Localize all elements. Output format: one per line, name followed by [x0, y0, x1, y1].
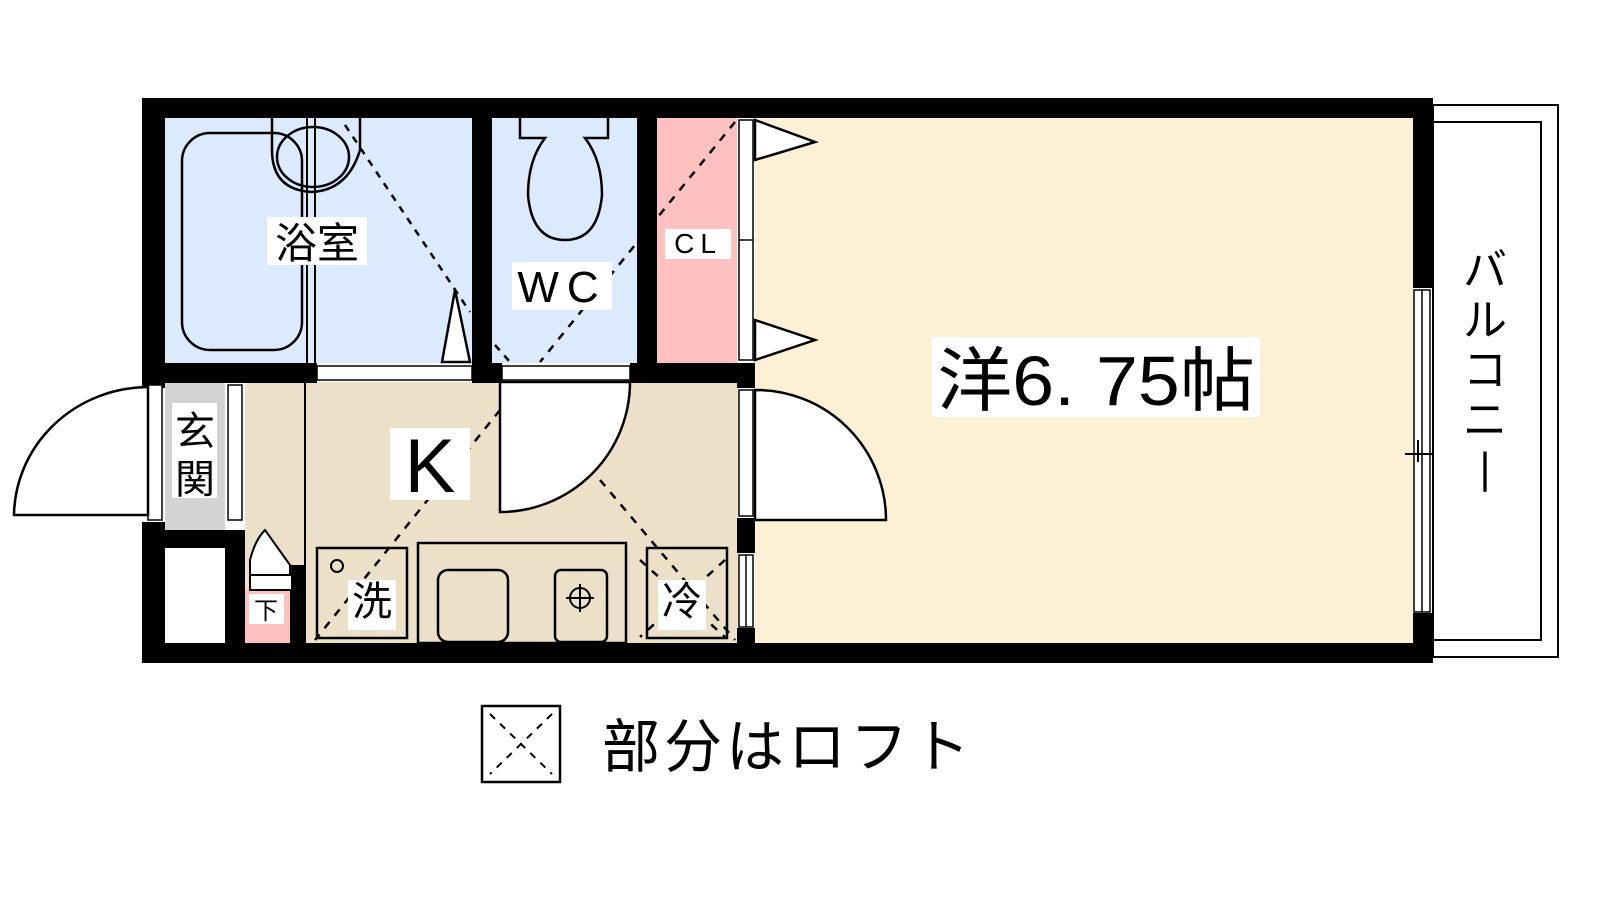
sink-counter — [416, 541, 628, 645]
fridge-space — [645, 546, 729, 640]
fridge-label: 冷 — [662, 579, 702, 625]
walls — [142, 98, 1433, 663]
balcony-area — [1432, 104, 1559, 658]
entrance-door[interactable] — [12, 385, 150, 517]
kitchen-door[interactable] — [498, 380, 632, 514]
bathroom-label: 浴室 — [275, 219, 359, 268]
svg-text:コ: コ — [1463, 345, 1507, 396]
balcony-label: バ ル コ ニ | — [1463, 245, 1507, 492]
entrance-label-2: 関 — [175, 457, 215, 503]
kitchen-area — [245, 382, 738, 643]
svg-text:|: | — [1478, 446, 1491, 492]
entrance-label-char-1: 玄 — [175, 409, 215, 455]
entrance-label: 玄 — [175, 409, 215, 455]
room-door[interactable] — [753, 388, 888, 522]
svg-text:ニ: ニ — [1463, 395, 1507, 446]
washer-label: 洗 — [352, 579, 392, 625]
washer-space — [315, 546, 409, 640]
svg-text:バ: バ — [1463, 245, 1507, 296]
closet-label: CL — [674, 228, 722, 259]
legend: 部分はロフト — [480, 704, 974, 784]
toilet-label: WC — [517, 263, 606, 312]
legend-text: 部分はロフト — [602, 713, 974, 781]
kitchen-label: K — [405, 424, 456, 509]
svg-text:ル: ル — [1463, 295, 1507, 346]
toilet-fixture — [518, 118, 610, 242]
storage-area — [165, 548, 225, 643]
western-room-label: 洋6. 75帖 — [937, 342, 1255, 420]
shoe-cabinet-label: 下 — [254, 597, 278, 625]
